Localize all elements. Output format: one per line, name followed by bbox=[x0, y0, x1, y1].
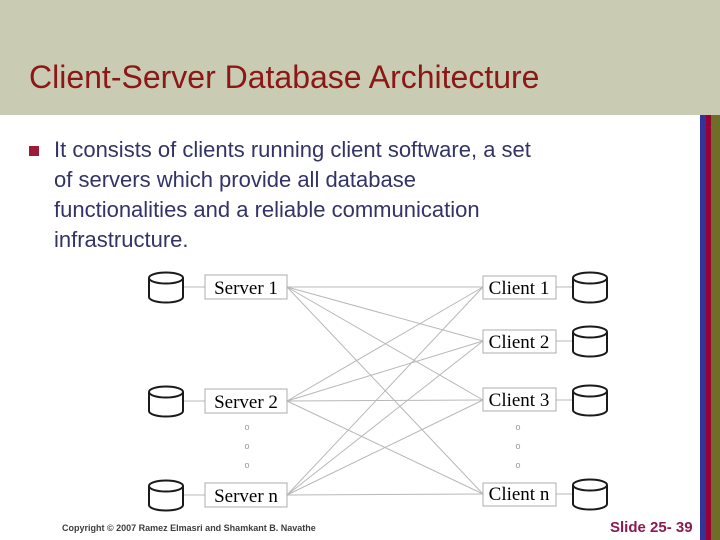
server-label: Server n bbox=[214, 486, 278, 507]
server-box bbox=[204, 388, 288, 414]
body-text-line: It consists of clients running client so… bbox=[54, 137, 531, 162]
client-box bbox=[482, 482, 557, 507]
database-cylinder-icon bbox=[572, 384, 608, 417]
body-text-line: of servers which provide all database bbox=[54, 167, 416, 192]
client-box bbox=[482, 387, 557, 412]
footer-copyright: Copyright © 2007 Ramez Elmasri and Shamk… bbox=[62, 523, 316, 533]
body-text-line: infrastructure. bbox=[54, 227, 189, 252]
disk-connector-lines bbox=[184, 286, 572, 496]
client-box bbox=[482, 329, 557, 354]
client-label: Client 3 bbox=[489, 390, 550, 411]
server-box bbox=[204, 482, 288, 508]
body-text-line: functionalities and a reliable communica… bbox=[54, 197, 480, 222]
server-label: Server 2 bbox=[214, 392, 278, 413]
svg-text:o: o bbox=[244, 422, 249, 432]
client-boxes bbox=[482, 275, 557, 507]
network-connection-lines bbox=[286, 286, 484, 496]
vertical-ellipsis-right: o o o bbox=[515, 422, 520, 470]
slide-number-label: Slide 25- 39 bbox=[610, 519, 693, 536]
client-label: Client 1 bbox=[489, 278, 550, 299]
server-box bbox=[204, 274, 288, 300]
database-cylinder-icon bbox=[148, 479, 184, 512]
accent-bar-red bbox=[706, 115, 711, 540]
svg-text:o: o bbox=[515, 422, 520, 432]
slide-title: Client-Server Database Architecture bbox=[29, 59, 540, 95]
database-cylinder-icon bbox=[572, 478, 608, 511]
bullet-paragraph: It consists of clients running client so… bbox=[54, 135, 654, 255]
server-label: Server 1 bbox=[214, 278, 278, 299]
svg-text:o: o bbox=[244, 460, 249, 470]
bullet-square-icon bbox=[29, 146, 39, 156]
title-band bbox=[0, 0, 720, 115]
client-label: Client 2 bbox=[489, 332, 550, 353]
database-cylinder-icon bbox=[572, 325, 608, 358]
accent-bar-olive bbox=[711, 115, 720, 540]
svg-text:o: o bbox=[244, 441, 249, 451]
svg-text:o: o bbox=[515, 441, 520, 451]
client-box bbox=[482, 275, 557, 300]
database-cylinder-icon bbox=[572, 271, 608, 304]
client-server-architecture-diagram: Server 1 Server 2 Server n Client 1 Clie… bbox=[148, 271, 608, 512]
server-boxes bbox=[204, 274, 288, 508]
accent-bar-blue bbox=[700, 115, 706, 540]
vertical-ellipsis-left: o o o bbox=[244, 422, 249, 470]
client-label: Client n bbox=[489, 484, 550, 505]
svg-text:o: o bbox=[515, 460, 520, 470]
database-cylinder-icon bbox=[148, 271, 184, 304]
database-cylinder-icon bbox=[148, 385, 184, 418]
